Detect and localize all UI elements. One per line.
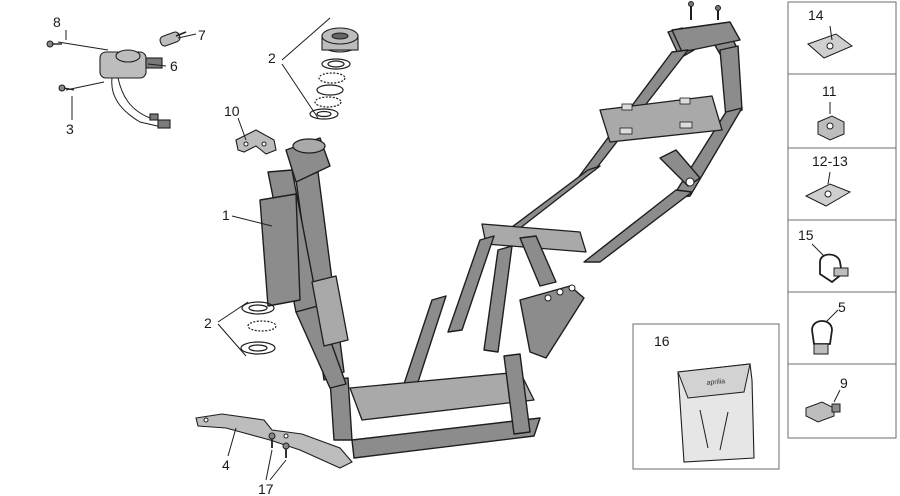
clip-5-icon (811, 320, 833, 345)
callout-labels: 8 7 6 3 2 10 1 2 4 17 (53, 14, 276, 496)
toolbag-box: 16 aprilia (632, 323, 780, 470)
ignition-key (159, 31, 187, 47)
bolts-17 (268, 432, 290, 458)
callout-16: 16 (654, 333, 670, 349)
callout-7: 7 (198, 27, 206, 43)
steering-bearing-top (309, 27, 359, 120)
bracket-10 (235, 129, 277, 155)
panel-label-14: 14 (808, 7, 824, 23)
callout-2-top: 2 (268, 50, 276, 66)
main-frame (259, 1, 743, 459)
lock-screws (46, 40, 75, 92)
callout-1: 1 (222, 207, 230, 223)
panel-item-5: 5 (811, 299, 846, 355)
callout-3: 3 (66, 121, 74, 137)
panel-item-14: 14 (807, 7, 853, 59)
callout-8: 8 (53, 14, 61, 30)
panel-label-9: 9 (840, 375, 848, 391)
panel-label-5: 5 (838, 299, 846, 315)
side-panel: 14 11 12-13 15 5 (787, 1, 897, 439)
steering-bearing-bottom (240, 301, 277, 355)
panel-label-11: 11 (822, 83, 837, 99)
callout-17: 17 (258, 481, 274, 496)
callout-10: 10 (224, 103, 240, 119)
stand-bracket-4 (195, 413, 353, 469)
panel-label-12-13: 12-13 (812, 153, 848, 169)
ignition-lock-assembly (99, 49, 171, 129)
callout-6: 6 (170, 58, 178, 74)
fastener-9-icon (805, 401, 835, 423)
toolbag-brand: aprilia (706, 378, 725, 387)
callout-2-bottom: 2 (204, 315, 212, 331)
panel-label-15: 15 (798, 227, 814, 243)
panel-item-11: 11 (817, 83, 845, 141)
panel-item-9: 9 (805, 375, 848, 423)
panel-item-12-13: 12-13 (804, 153, 852, 207)
cable-clamp-15-icon (819, 253, 843, 284)
panel-item-15: 15 (798, 227, 849, 284)
top-bolts (688, 1, 721, 20)
callout-4: 4 (222, 457, 230, 473)
